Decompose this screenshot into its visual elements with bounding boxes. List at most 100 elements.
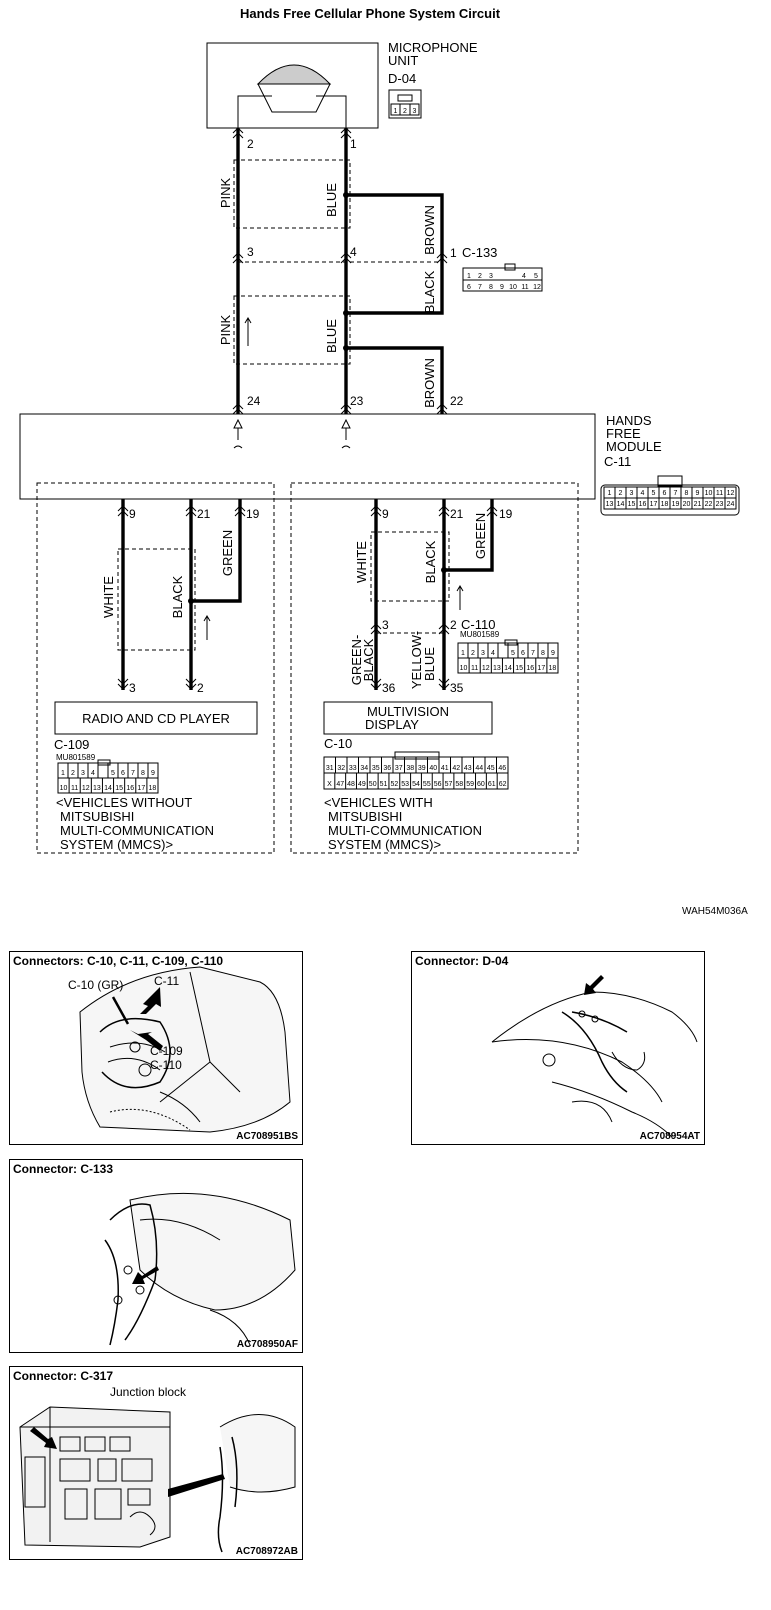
c110-cell: 18 [549, 665, 557, 672]
c10-cell: 48 [347, 781, 355, 788]
svg-text:<VEHICLES WITHOUT: <VEHICLES WITHOUT [56, 795, 192, 810]
c10-cell: 32 [337, 765, 345, 772]
svg-text:19: 19 [499, 507, 513, 521]
panel-title: Connectors: C-10, C-11, C-109, C-110 [13, 954, 224, 968]
radio-cd-player-label: RADIO AND CD PLAYER [82, 711, 230, 726]
svg-text:BLACK: BLACK [170, 575, 185, 618]
c10-cell: 40 [429, 765, 437, 772]
svg-text:36: 36 [382, 681, 396, 695]
svg-text:7: 7 [478, 284, 482, 291]
c10-cell: 33 [349, 765, 357, 772]
right-branch-box [290, 482, 579, 854]
svg-text:23: 23 [350, 394, 364, 408]
c11-cell: 23 [716, 501, 724, 508]
svg-text:SYSTEM (MMCS)>: SYSTEM (MMCS)> [60, 837, 173, 852]
d04-connector-face: 1 2 3 [388, 89, 422, 119]
c110-cell: 13 [493, 665, 501, 672]
svg-text:2: 2 [403, 108, 407, 115]
svg-text:PINK: PINK [218, 178, 233, 209]
svg-text:3: 3 [382, 618, 389, 632]
svg-text:2: 2 [450, 618, 457, 632]
c11-cell: 3 [630, 490, 634, 497]
c11-cell: 2 [619, 490, 623, 497]
c10-cell: 42 [452, 765, 460, 772]
svg-text:MU801589: MU801589 [460, 630, 500, 639]
diagram-code: WAH54M036A [682, 906, 748, 917]
svg-text:GREEN: GREEN [473, 513, 488, 559]
svg-text:1: 1 [467, 273, 471, 280]
c109-cell: 12 [82, 785, 90, 792]
dash-harness-illustration [104, 1192, 296, 1346]
c11-cell: 7 [674, 490, 678, 497]
c11-cell: 11 [716, 490, 723, 497]
c110-cell: 6 [521, 650, 525, 657]
svg-text:9: 9 [129, 507, 136, 521]
multivision-display-box [323, 701, 493, 735]
callout-c110: C-110 [150, 1058, 182, 1072]
junction-block-illustration [19, 1406, 296, 1553]
callout-junction-block: Junction block [110, 1385, 187, 1399]
brown-module-wire [346, 346, 444, 414]
svg-text:BLUE: BLUE [324, 319, 339, 353]
c109-cell: 11 [71, 785, 78, 792]
svg-text:4: 4 [350, 245, 357, 259]
c11-cell: 14 [617, 501, 625, 508]
c10-cell: 46 [498, 765, 506, 772]
svg-text:BLUE: BLUE [422, 647, 437, 681]
shield-box-right [370, 531, 450, 602]
callout-c11: C-11 [154, 974, 180, 988]
svg-text:6: 6 [467, 284, 471, 291]
c110-cell: 7 [531, 650, 535, 657]
svg-text:2: 2 [197, 681, 204, 695]
c110-cell: 14 [504, 665, 512, 672]
c10-cell: 53 [401, 781, 409, 788]
wiring-diagram: Hands Free Cellular Phone System Circuit… [19, 6, 740, 854]
svg-text:WHITE: WHITE [101, 576, 116, 618]
svg-text:BLACK: BLACK [422, 270, 437, 313]
microphone-label: MICROPHONE [388, 40, 478, 55]
svg-text:9: 9 [500, 284, 504, 291]
svg-text:DISPLAY: DISPLAY [365, 717, 419, 732]
svg-text:MITSUBISHI: MITSUBISHI [60, 809, 134, 824]
c11-cell: 19 [672, 501, 680, 508]
shield-box-left [117, 548, 196, 651]
svg-text:SYSTEM (MMCS)>: SYSTEM (MMCS)> [328, 837, 441, 852]
panel-code: AC708972AB [235, 1546, 298, 1557]
callout-c10: C-10 (GR) [68, 978, 124, 992]
svg-text:10: 10 [509, 284, 517, 291]
panel-connector-d04: Connector: D-04 AC708954AT [411, 951, 705, 1145]
panel-connector-c133: Connector: C-133 AC708950AF [9, 1159, 303, 1353]
c109-connector-label: C-109 [54, 737, 89, 752]
svg-text:21: 21 [197, 507, 211, 521]
svg-text:19: 19 [246, 507, 260, 521]
svg-text:GREEN-: GREEN- [349, 635, 364, 686]
brown-drain-wire [346, 193, 444, 262]
panel-title: Connector: C-317 [13, 1369, 114, 1383]
svg-text:2: 2 [247, 137, 254, 151]
c10-cell: 43 [464, 765, 472, 772]
svg-text:BROWN: BROWN [422, 205, 437, 255]
c110-cell: 11 [471, 665, 478, 672]
c11-cell: 21 [694, 501, 702, 508]
c10-cell: 38 [406, 765, 414, 772]
c110-cell: 10 [460, 665, 468, 672]
c10-cell: X [327, 781, 332, 788]
c109-cell: 8 [141, 770, 145, 777]
multivision-display-label: MULTIVISION [367, 704, 449, 719]
c109-cell: 5 [111, 770, 115, 777]
c10-cell: 59 [466, 781, 474, 788]
c10-cell: 52 [390, 781, 398, 788]
c10-cell: 62 [499, 781, 507, 788]
c110-cell: 5 [511, 650, 515, 657]
svg-text:9: 9 [382, 507, 389, 521]
svg-text:MU801589: MU801589 [56, 753, 96, 762]
svg-text:4: 4 [522, 273, 526, 280]
c133-connector-label: C-133 [462, 245, 497, 260]
c133-connector-face: 1 2 3 4 5 6 7 8 9 10 11 12 [462, 263, 543, 292]
c10-cell: 35 [372, 765, 380, 772]
svg-text:MULTI-COMMUNICATION: MULTI-COMMUNICATION [60, 823, 214, 838]
c10-cell: 47 [336, 781, 344, 788]
panel-connector-c317: Connector: C-317 Junction block AC708972… [9, 1366, 303, 1560]
c10-cell: 61 [488, 781, 496, 788]
